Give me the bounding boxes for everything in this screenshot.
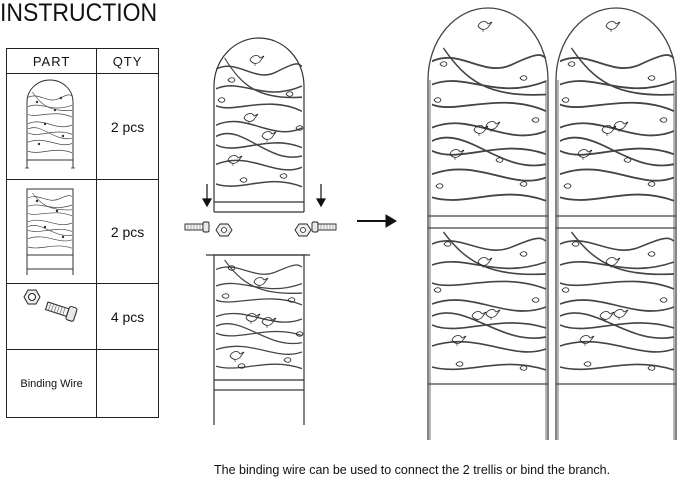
part-cell xyxy=(5,179,98,284)
qty-cell: 4 pcs xyxy=(96,283,159,350)
qty-cell xyxy=(96,349,159,418)
parts-table: PART QTY 2 pcs 2 pcs 4 pcs Binding Wire xyxy=(5,48,159,418)
down-arrow-icon xyxy=(201,184,327,208)
table-row: Binding Wire xyxy=(5,349,159,418)
caption-text: The binding wire can be used to connect … xyxy=(214,463,611,477)
binding-wire-label: Binding Wire xyxy=(5,349,98,418)
assembled-trellis-left xyxy=(427,7,549,440)
part-cell xyxy=(5,283,98,350)
table-row: 4 pcs xyxy=(5,283,159,350)
right-arrow-icon xyxy=(357,214,397,228)
qty-cell: 2 pcs xyxy=(96,73,159,180)
part-column-header: PART xyxy=(5,48,98,74)
assembled-trellis-right xyxy=(555,7,677,440)
table-row: 2 pcs xyxy=(5,179,159,284)
part-cell xyxy=(5,73,98,180)
page-title: INSTRUCTION xyxy=(0,0,158,27)
qty-cell: 2 pcs xyxy=(96,179,159,284)
rectangular-trellis-bottom-panel xyxy=(206,254,310,425)
table-row: 2 pcs xyxy=(5,73,159,180)
table-header-row: PART QTY xyxy=(5,48,159,74)
arched-trellis-top-panel xyxy=(213,37,305,213)
qty-column-header: QTY xyxy=(96,48,159,74)
bolt-and-nut-icon xyxy=(184,221,337,237)
